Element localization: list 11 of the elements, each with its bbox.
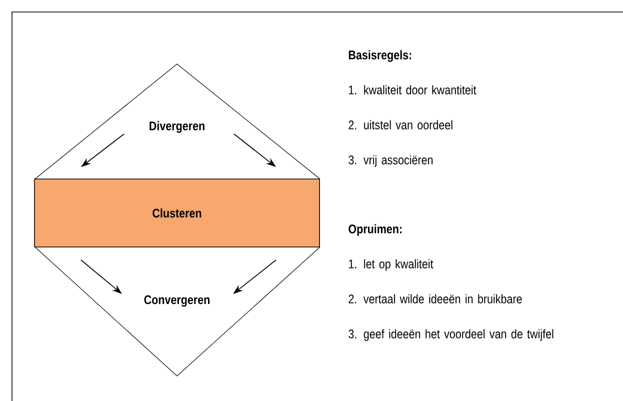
heading: Opruimen: xyxy=(348,224,402,236)
stage-label: Divergeren xyxy=(150,121,204,133)
list-item: 1. kwaliteit door kwantiteit xyxy=(349,85,476,94)
stage-label: Convergeren xyxy=(144,295,210,307)
list-item: 2. vertaal wilde ideeën in bruikbare xyxy=(348,294,522,304)
list-item: 3. vrij associëren xyxy=(348,155,433,167)
list-item: 2. uitstel van oordeel xyxy=(348,120,452,130)
process-band: Clusteren xyxy=(34,178,320,248)
list-item: 3. geef ideeën het voordeel van de twijfel xyxy=(348,329,554,341)
list-item: 1. let op kwaliteit xyxy=(349,259,434,271)
heading: Basisregels: xyxy=(348,50,412,62)
